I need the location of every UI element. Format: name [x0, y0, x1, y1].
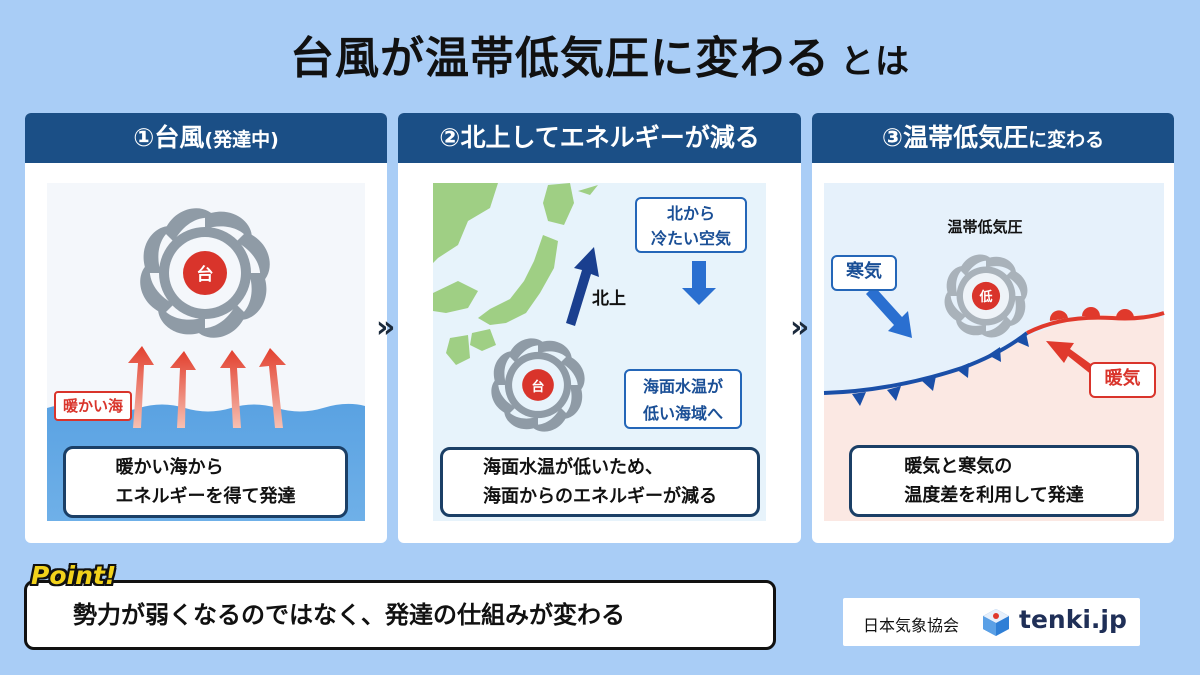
warm-air-label: 暖気	[1089, 362, 1156, 398]
warm-front-bumps-icon	[1049, 307, 1134, 321]
panel-2-caption: 海面水温が低いため、 海面からのエネルギーが減る	[440, 447, 760, 517]
panel-2-title: ②北上してエネルギーが減る	[439, 123, 760, 152]
point-tag: Point!	[31, 561, 117, 590]
northward-label: 北上	[592, 289, 626, 309]
tenki-logo-icon	[983, 609, 1009, 636]
warm-sea-label: 暖かい海	[54, 391, 132, 421]
panel-2-header: ②北上してエネルギーが減る	[398, 113, 801, 163]
typhoon-label: 台	[197, 264, 214, 285]
sea-temp-box: 海面水温が 低い海域へ	[624, 369, 742, 429]
panel-northward: ②北上してエネルギーが減る	[398, 113, 801, 543]
caption-line-1: 暖気と寒気の	[904, 456, 1013, 477]
cold-front-triangles-icon	[852, 333, 1029, 406]
next-step-chevron-icon: »	[376, 310, 396, 345]
sea-temp-line-2: 低い海域へ	[642, 404, 723, 423]
cold-air-line-2: 冷たい空気	[650, 229, 731, 248]
typhoon-label: 台	[531, 379, 544, 395]
caption-line-2: 温度差を利用して発達	[904, 485, 1084, 506]
rising-energy-arrows-icon	[128, 346, 286, 428]
caption-line-1: 海面水温が低いため、	[483, 457, 663, 478]
cold-air-box: 北から 冷たい空気	[635, 197, 747, 253]
panel-extratropical: ③温帯低気圧に変わる	[812, 113, 1174, 543]
low-pressure-label: 低	[978, 289, 992, 305]
panel-1-subtitle: (発達中)	[204, 129, 279, 151]
cold-front-line	[823, 331, 1029, 395]
panel-3-illustration: 低 温帯低気圧 寒気 暖気 暖気と寒気の 温度差を利用して発達	[812, 163, 1174, 543]
tenki-brand-name: tenki.jp	[1019, 605, 1127, 634]
organization-name: 日本気象協会	[863, 616, 960, 635]
panel-2-illustration: 台 北上 北から 冷たい空気 海面水温が 低い海域へ 海面水温が低いため、 海面…	[398, 163, 801, 543]
sea-temp-line-1: 海面水温が	[642, 377, 723, 396]
next-step-chevron-icon: »	[790, 310, 810, 345]
title-main: 台風が温帯低気圧に変わる	[290, 33, 830, 84]
typhoon-swirl-icon	[128, 196, 282, 350]
extratropical-cyclone-label: 温帯低気圧	[947, 218, 1022, 236]
panel-1-title: ①台風	[133, 123, 205, 152]
panel-1-illustration: 台 暖かい海 暖かい海から エネルギーを得て発達	[25, 163, 387, 543]
logo-box: 日本気象協会 tenki.jp	[843, 598, 1140, 646]
point-summary-box: 勢力が弱くなるのではなく、発達の仕組みが変わる	[24, 580, 776, 650]
panel-1-header: ①台風(発達中)	[25, 113, 387, 163]
cold-air-arrow-icon	[682, 261, 716, 305]
low-pressure-swirl-icon	[936, 246, 1036, 346]
caption-line-2: エネルギーを得て発達	[115, 486, 296, 507]
panel-3-title: ③温帯低気圧	[881, 123, 1029, 152]
typhoon-swirl-icon	[482, 329, 594, 441]
page-title: 台風が温帯低気圧に変わるとは	[0, 22, 1200, 86]
warm-front-line	[1026, 311, 1165, 335]
cold-air-arrow-icon	[866, 286, 912, 338]
north-arrow-icon	[566, 247, 599, 326]
panel-3-subtitle: に変わる	[1028, 129, 1105, 151]
caption-line-2: 海面からのエネルギーが減る	[483, 486, 717, 507]
japan-map-icon	[433, 183, 598, 365]
cold-air-line-1: 北から	[666, 204, 715, 223]
panel-typhoon: ①台風(発達中) 台 暖かい海 暖かい海から	[25, 113, 387, 543]
caption-line-1: 暖かい海から	[115, 457, 224, 478]
cold-air-label: 寒気	[831, 255, 897, 291]
panel-3-header: ③温帯低気圧に変わる	[812, 113, 1174, 163]
panel-1-caption: 暖かい海から エネルギーを得て発達	[63, 446, 348, 518]
point-text: 勢力が弱くなるのではなく、発達の仕組みが変わる	[73, 601, 625, 629]
panel-3-caption: 暖気と寒気の 温度差を利用して発達	[849, 445, 1139, 517]
title-suffix: とは	[840, 42, 910, 82]
